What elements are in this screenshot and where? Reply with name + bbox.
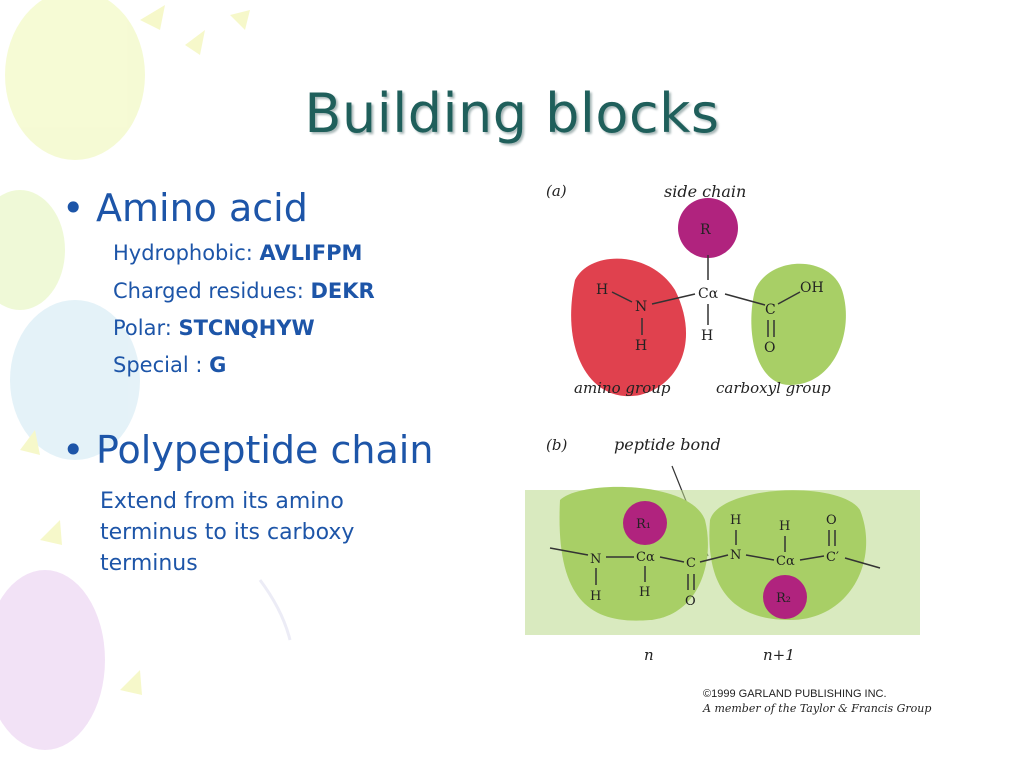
atom-c: C	[686, 556, 696, 571]
atom-h: H	[779, 519, 790, 534]
side-chain-label: side chain	[664, 182, 746, 201]
atom-c-prime: C′	[826, 550, 839, 565]
r1-label: R₁	[636, 517, 651, 532]
residue-n1-blob	[709, 490, 867, 620]
atom-h: H	[590, 589, 601, 604]
bullet-icon: •	[62, 186, 85, 230]
copyright-line-2: A member of the Taylor & Francis Group	[702, 702, 931, 715]
copyright-line-1: ©1999 GARLAND PUBLISHING INC.	[703, 688, 887, 700]
atom-c-alpha: Cα	[636, 550, 655, 565]
bullet-amino-acid: •Amino acid	[62, 186, 308, 230]
bullet-polypeptide: •Polypeptide chain	[62, 428, 433, 472]
panel-a-label: (a)	[546, 182, 567, 200]
panel-b-label: (b)	[546, 436, 567, 454]
hydrophobic-label: Hydrophobic:	[113, 241, 260, 265]
balloon-yellow-icon	[5, 0, 145, 160]
r-label: R	[700, 222, 711, 238]
list-item-special: Special : G	[113, 353, 226, 377]
atom-oh: OH	[800, 280, 824, 296]
atom-h: H	[730, 513, 741, 528]
balloon-green-icon	[0, 190, 65, 310]
atom-h: H	[639, 585, 650, 600]
r1-circle	[623, 501, 667, 545]
atom-c: C	[765, 302, 776, 318]
atom-n: N	[635, 299, 647, 315]
balloon-purple-icon	[0, 570, 105, 750]
atom-n: N	[730, 548, 741, 563]
atom-o: O	[826, 513, 837, 528]
carboxyl-group-label: carboxyl group	[716, 379, 831, 397]
atom-c-alpha: Cα	[698, 286, 719, 302]
list-item-charged: Charged residues: DEKR	[113, 279, 375, 303]
side-chain-r-circle	[678, 198, 738, 258]
atom-c-alpha: Cα	[776, 554, 795, 569]
amino-group-label: amino group	[574, 379, 671, 397]
polar-value: STCNQHYW	[178, 316, 315, 340]
special-label: Special :	[113, 353, 210, 377]
hydrophobic-value: AVLIFPM	[259, 241, 363, 265]
charged-label: Charged residues:	[113, 279, 311, 303]
residue-n-blob	[559, 486, 708, 621]
special-value: G	[209, 353, 227, 377]
atom-h: H	[596, 282, 608, 298]
atom-o: O	[685, 594, 696, 609]
charged-value: DEKR	[310, 279, 375, 303]
polar-label: Polar:	[113, 316, 179, 340]
balloon-blue-icon	[10, 300, 140, 460]
atom-n: N	[590, 552, 601, 567]
peptide-bond-label: peptide bond	[614, 435, 721, 454]
slide-title: Building blocks	[304, 82, 720, 145]
bullet-amino-acid-text: Amino acid	[96, 186, 308, 230]
polypeptide-description: Extend from its amino terminus to its ca…	[100, 489, 355, 576]
residue-n-label: n	[644, 646, 654, 664]
list-item-hydrophobic: Hydrophobic: AVLIFPM	[113, 241, 362, 265]
list-item-polar: Polar: STCNQHYW	[113, 316, 315, 340]
r2-label: R₂	[776, 591, 791, 606]
atom-h: H	[701, 328, 713, 344]
carboxyl-group-blob	[751, 263, 846, 385]
r2-circle	[763, 575, 807, 619]
atom-h: H	[635, 338, 647, 354]
amino-group-blob	[571, 258, 687, 397]
bullet-polypeptide-text: Polypeptide chain	[96, 428, 434, 472]
bullet-icon: •	[62, 428, 85, 472]
atom-o: O	[764, 340, 775, 356]
residue-n1-label: n+1	[763, 646, 795, 664]
